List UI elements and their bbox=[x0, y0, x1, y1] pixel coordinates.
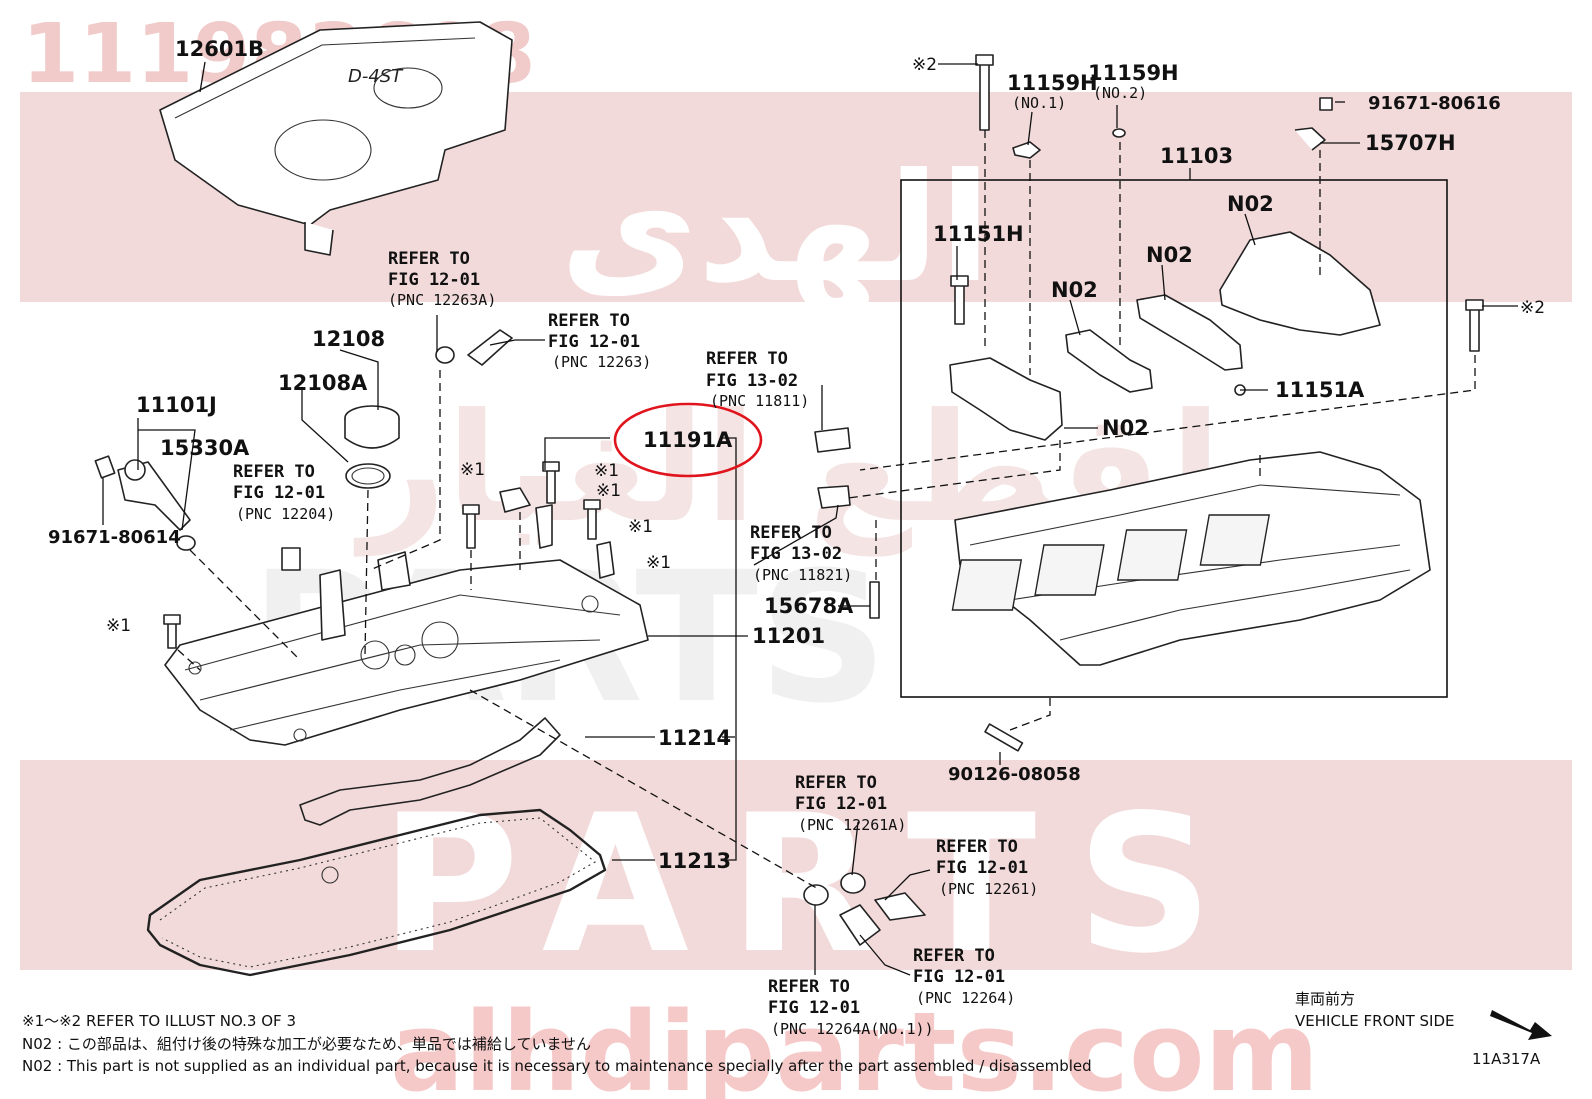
highlight-circle bbox=[613, 402, 763, 478]
note-n02-en: N02 : This part is not supplied as an in… bbox=[22, 1057, 1092, 1075]
mark-1-e: ※1 bbox=[646, 553, 671, 573]
front-arrow-icon bbox=[1490, 1010, 1552, 1040]
mark-1-c: ※1 bbox=[596, 481, 621, 501]
label-11191A[interactable]: 11191A bbox=[643, 428, 733, 452]
refer-11821-line3: (PNC 11821) bbox=[753, 566, 852, 584]
label-11101J[interactable]: 11101J bbox=[136, 393, 217, 417]
front-side-en: VEHICLE FRONT SIDE bbox=[1295, 1012, 1455, 1030]
refer-blocks: REFER TO FIG 12-01 (PNC 12263A) REFER TO… bbox=[233, 249, 1038, 1038]
watermark: 111983608 الهدى لقطع الغيار PARTS PARTS … bbox=[20, 7, 1572, 1099]
gasket-drawing bbox=[146, 717, 607, 977]
mark-2-a: ※2 bbox=[912, 55, 937, 75]
refer-12263A-line2: FIG 12-01 bbox=[388, 270, 480, 290]
refer-12264A-line1: REFER TO bbox=[768, 977, 850, 997]
refer-12263-line1: REFER TO bbox=[548, 311, 630, 331]
label-12108[interactable]: 12108 bbox=[312, 327, 385, 351]
refer-12264A-line2: FIG 12-01 bbox=[768, 998, 860, 1018]
watermark-arabic: الهدى bbox=[560, 142, 991, 317]
label-11159H-no1[interactable]: 11159H bbox=[1007, 71, 1098, 95]
refer-12264A-line3: (PNC 12264A(NO.1)) bbox=[771, 1020, 934, 1038]
mark-1-b: ※1 bbox=[594, 461, 619, 481]
d4st-emblem: D-4ST bbox=[348, 66, 404, 87]
label-11151A[interactable]: 11151A bbox=[1275, 378, 1365, 402]
refer-12204-line3: (PNC 12204) bbox=[236, 505, 335, 523]
oil-control-valve-drawing bbox=[94, 455, 196, 551]
refer-11821[interactable]: REFER TO FIG 13-02 (PNC 11821) bbox=[750, 523, 852, 584]
refer-11821-line1: REFER TO bbox=[750, 523, 832, 543]
bolts-drawing bbox=[163, 54, 1484, 752]
leader-lines bbox=[102, 61, 1518, 976]
refer-12261A-line2: FIG 12-01 bbox=[795, 794, 887, 814]
label-11151H[interactable]: 11151H bbox=[933, 222, 1024, 246]
part-labels: 12601B 12108 12108A 11101J 15330A 91671-… bbox=[48, 37, 1545, 873]
label-11103[interactable]: 11103 bbox=[1160, 144, 1233, 168]
label-11214[interactable]: 11214 bbox=[658, 726, 731, 750]
refer-12261A-line3: (PNC 12261A) bbox=[798, 816, 906, 834]
label-11159H-no2[interactable]: 11159H bbox=[1088, 61, 1179, 85]
refer-12264-line3: (PNC 12264) bbox=[916, 989, 1015, 1007]
refer-12263A-line1: REFER TO bbox=[388, 249, 470, 269]
label-15707H[interactable]: 15707H bbox=[1365, 131, 1456, 155]
refer-12263A-line3: (PNC 12263A) bbox=[388, 291, 496, 309]
mark-1-d: ※1 bbox=[628, 517, 653, 537]
label-91671-80614[interactable]: 91671-80614 bbox=[48, 527, 181, 548]
oil-cap-drawing bbox=[344, 405, 400, 489]
label-15330A[interactable]: 15330A bbox=[160, 436, 250, 460]
valve-cover-drawing bbox=[164, 551, 649, 746]
refer-11811-line3: (PNC 11811) bbox=[710, 392, 809, 410]
refer-11811[interactable]: REFER TO FIG 13-02 (PNC 11811) bbox=[706, 349, 809, 410]
refer-12264-line1: REFER TO bbox=[913, 946, 995, 966]
mark-1-f: ※1 bbox=[106, 616, 131, 636]
refer-11821-line2: FIG 13-02 bbox=[750, 544, 842, 564]
note-n02-jp: N02 : この部品は、組付け後の特殊な加工が必要なため、単品では補給していませ… bbox=[22, 1035, 591, 1053]
label-90126-08058[interactable]: 90126-08058 bbox=[948, 764, 1081, 785]
illustration-id: 11A317A bbox=[1472, 1050, 1541, 1068]
refer-12263-line2: FIG 12-01 bbox=[548, 332, 640, 352]
label-11159H-no2-sub: (NO.2) bbox=[1093, 84, 1147, 102]
label-15678A[interactable]: 15678A bbox=[764, 594, 854, 618]
front-side-jp: 車両前方 bbox=[1295, 990, 1355, 1008]
refer-12261A-line1: REFER TO bbox=[795, 773, 877, 793]
mark-2-b: ※2 bbox=[1520, 298, 1545, 318]
label-11159H-no1-sub: (NO.1) bbox=[1012, 94, 1066, 112]
label-11213[interactable]: 11213 bbox=[658, 849, 731, 873]
camshaft-housing-drawing bbox=[951, 451, 1431, 666]
refer-11811-line2: FIG 13-02 bbox=[706, 371, 798, 391]
label-n02-d: N02 bbox=[1102, 416, 1149, 440]
refer-12204[interactable]: REFER TO FIG 12-01 (PNC 12204) bbox=[233, 462, 335, 523]
refer-11811-line1: REFER TO bbox=[706, 349, 788, 369]
bearing-caps-drawing bbox=[949, 231, 1381, 441]
hoses-drawing bbox=[435, 329, 926, 946]
refer-12204-line1: REFER TO bbox=[233, 462, 315, 482]
refer-12261A[interactable]: REFER TO FIG 12-01 (PNC 12261A) bbox=[795, 773, 906, 834]
refer-12263[interactable]: REFER TO FIG 12-01 (PNC 12263) bbox=[548, 311, 651, 371]
footer-notes: ※1～※2 REFER TO ILLUST NO.3 OF 3 N02 : この… bbox=[22, 990, 1552, 1075]
label-n02-c: N02 bbox=[1051, 278, 1098, 302]
refer-12264[interactable]: REFER TO FIG 12-01 (PNC 12264) bbox=[913, 946, 1015, 1007]
refer-12261-line1: REFER TO bbox=[936, 837, 1018, 857]
label-12108A[interactable]: 12108A bbox=[278, 371, 368, 395]
refer-12261[interactable]: REFER TO FIG 12-01 (PNC 12261) bbox=[936, 837, 1038, 898]
engine-cover-drawing: D-4ST bbox=[159, 21, 513, 256]
camshaft-housing-box bbox=[900, 179, 1448, 698]
refer-12264-line2: FIG 12-01 bbox=[913, 967, 1005, 987]
label-12601B[interactable]: 12601B bbox=[175, 37, 264, 61]
label-n02-a: N02 bbox=[1227, 192, 1274, 216]
refer-12261-line3: (PNC 12261) bbox=[939, 880, 1038, 898]
note-refer-illust: ※1～※2 REFER TO ILLUST NO.3 OF 3 bbox=[22, 1012, 296, 1030]
refer-12263-line3: (PNC 12263) bbox=[552, 353, 651, 371]
refer-12261-line2: FIG 12-01 bbox=[936, 858, 1028, 878]
refer-12263A[interactable]: REFER TO FIG 12-01 (PNC 12263A) bbox=[388, 249, 496, 309]
refer-12264A[interactable]: REFER TO FIG 12-01 (PNC 12264A(NO.1)) bbox=[768, 977, 934, 1038]
refer-12204-line2: FIG 12-01 bbox=[233, 483, 325, 503]
mark-1-a: ※1 bbox=[460, 460, 485, 480]
label-n02-b: N02 bbox=[1146, 243, 1193, 267]
label-91671-80616[interactable]: 91671-80616 bbox=[1368, 93, 1501, 114]
watermark-url: alhdiparts.com bbox=[390, 988, 1319, 1099]
label-11201[interactable]: 11201 bbox=[752, 624, 825, 648]
